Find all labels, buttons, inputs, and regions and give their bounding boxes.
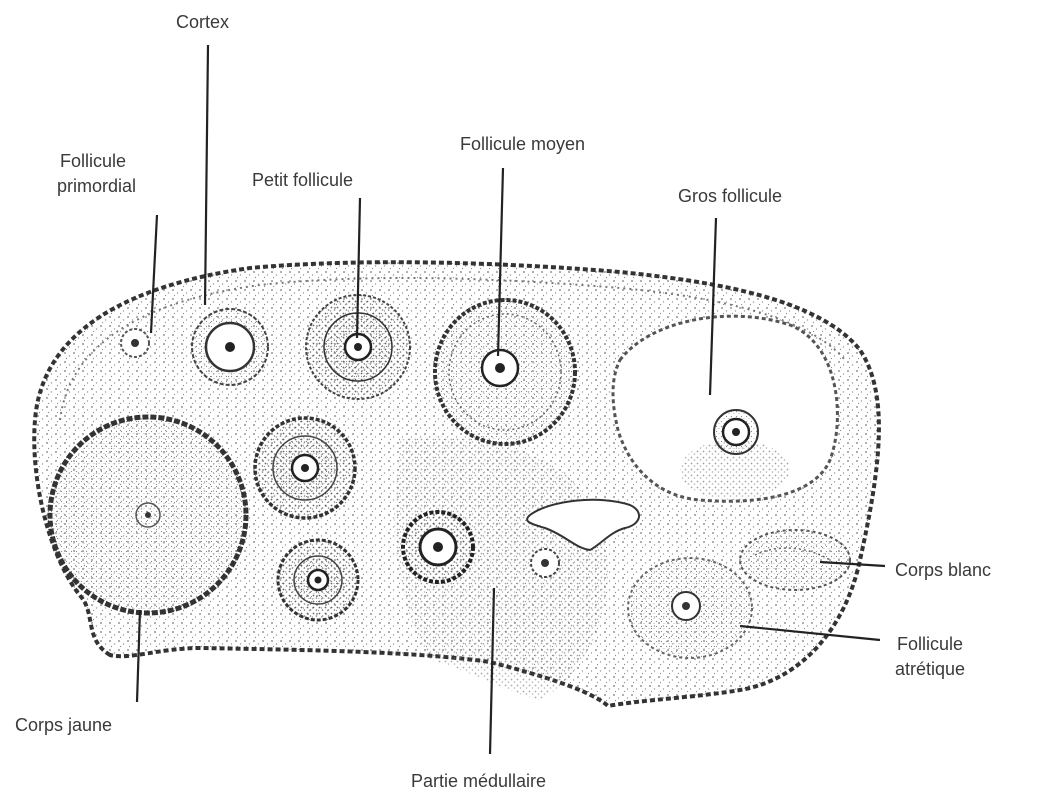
- label-gros-follicule: Gros follicule: [678, 186, 782, 206]
- medium-follicle: [435, 300, 575, 444]
- label-petit-follicule: Petit follicule: [252, 170, 353, 190]
- growing-follicle-center: [255, 418, 355, 518]
- label-partie-medullaire: Partie médullaire: [411, 771, 546, 791]
- atretic-follicle: [628, 558, 752, 658]
- medulla-follicle: [531, 549, 559, 577]
- label-follicule-primordial-line2: primordial: [57, 176, 136, 196]
- cortex-follicle: [192, 309, 268, 385]
- label-follicule-atretique-line2: atrétique: [895, 659, 965, 679]
- label-corps-jaune: Corps jaune: [15, 715, 112, 735]
- corpus-albicans: [740, 530, 850, 590]
- large-follicle: [613, 316, 837, 501]
- growing-follicle-center-bottom: [403, 512, 473, 582]
- leader-cortex: [205, 45, 208, 305]
- label-corps-blanc: Corps blanc: [895, 560, 991, 580]
- label-follicule-moyen: Follicule moyen: [460, 134, 585, 154]
- primordial-follicle: [121, 329, 149, 357]
- label-follicule-primordial-line1: Follicule: [60, 151, 126, 171]
- label-follicule-atretique-line1: Follicule: [897, 634, 963, 654]
- corpus-luteum: [50, 417, 246, 613]
- label-cortex: Cortex: [176, 12, 229, 32]
- growing-follicle-lower: [278, 540, 358, 620]
